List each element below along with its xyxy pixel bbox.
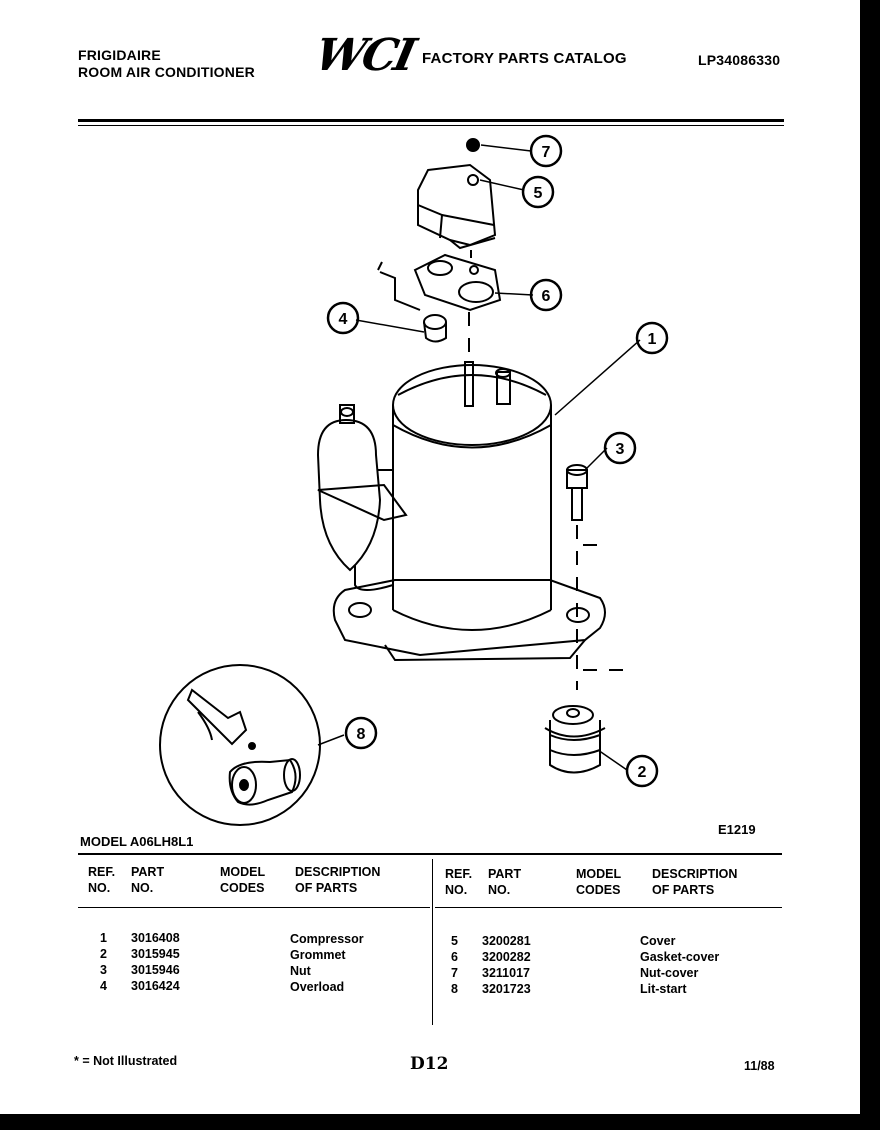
footnote: * = Not Illustrated <box>74 1054 178 1068</box>
catalog-title: FACTORY PARTS CATALOG <box>422 49 627 67</box>
callout-number: 2 <box>638 764 647 781</box>
table-cell: Cover <box>640 934 676 948</box>
table-cell: 4 <box>100 979 107 993</box>
assembly-guide-lines <box>468 250 628 690</box>
table-cell: 3016408 <box>131 931 180 945</box>
callout-number: 8 <box>357 726 366 743</box>
brand-block: FRIGIDAIRE ROOM AIR CONDITIONER <box>78 47 255 81</box>
compressor-illustration <box>316 361 606 662</box>
table-top-rule <box>78 853 782 855</box>
grommet-illustration <box>544 705 606 774</box>
table-header-rule-right <box>435 907 782 908</box>
table-cell: 3015945 <box>131 947 180 961</box>
table-cell: Nut-cover <box>640 966 699 980</box>
table-cell: Overload <box>290 980 345 994</box>
left-desc-column: Compressor Grommet Nut Overload <box>290 931 364 995</box>
right-ref-column: 5 6 7 8 <box>451 933 458 997</box>
page-number: D12 <box>410 1054 449 1074</box>
left-part-column: 3016408 3015945 3015946 3016424 <box>131 930 180 994</box>
callout-number: 4 <box>339 311 348 328</box>
callout-number: 3 <box>616 441 625 458</box>
cover-illustration <box>417 138 497 250</box>
callout-number: 6 <box>542 288 551 305</box>
table-cell: Compressor <box>290 932 364 946</box>
model-number: MODEL A06LH8L1 <box>80 834 194 849</box>
table-cell: 6 <box>451 950 458 964</box>
table-cell: Grommet <box>290 948 346 962</box>
table-cell: 3 <box>100 963 107 977</box>
overload-illustration <box>423 314 447 343</box>
table-cell: 3200282 <box>482 950 531 964</box>
header-rule-thick <box>78 119 784 122</box>
table-cell: 3200281 <box>482 934 531 948</box>
nut-illustration <box>566 464 588 521</box>
table-cell: Gasket-cover <box>640 950 720 964</box>
header-ref-no: REF.NO. <box>88 865 116 895</box>
right-part-column: 3200281 3200282 3211017 3201723 <box>482 933 531 997</box>
catalog-number: LP34086330 <box>698 52 781 68</box>
table-cell: 8 <box>451 982 458 996</box>
header-ref-no-right: REF.NO. <box>445 867 473 897</box>
table-cell: 3211017 <box>482 966 530 980</box>
table-cell: 7 <box>451 966 458 980</box>
table-cell: 1 <box>100 931 107 945</box>
callout-markers <box>326 134 669 788</box>
table-cell: 3016424 <box>131 979 180 993</box>
gasket-illustration <box>377 253 502 312</box>
left-ref-column: 1 2 3 4 <box>100 930 107 994</box>
print-date: 11/88 <box>744 1059 775 1073</box>
callout-leaders <box>317 144 641 771</box>
table-column-divider <box>432 859 433 1025</box>
lit-start-detail <box>159 664 321 826</box>
brand-name: FRIGIDAIRE <box>78 47 161 63</box>
table-header-rule-left <box>78 907 430 908</box>
table-cell: Lit-start <box>640 982 687 996</box>
table-cell: 3201723 <box>482 982 531 996</box>
parts-catalog-page: FRIGIDAIRE ROOM AIR CONDITIONER WCI FACT… <box>0 0 860 1114</box>
catalog-title-block: WCI FACTORY PARTS CATALOG <box>311 30 627 81</box>
figure-code: E1219 <box>718 822 756 837</box>
callout-labels: 7 5 6 4 1 3 8 2 <box>339 144 657 781</box>
table-cell: 3015946 <box>131 963 180 977</box>
table-cell: 2 <box>100 947 107 961</box>
header-rule-thin <box>78 125 784 126</box>
callout-number: 1 <box>648 331 657 348</box>
table-cell: Nut <box>290 964 311 978</box>
table-cell: 5 <box>451 934 458 948</box>
product-name: ROOM AIR CONDITIONER <box>78 64 255 80</box>
callout-number: 5 <box>534 185 543 202</box>
callout-number: 7 <box>542 144 551 161</box>
right-desc-column: Cover Gasket-cover Nut-cover Lit-start <box>640 933 719 997</box>
